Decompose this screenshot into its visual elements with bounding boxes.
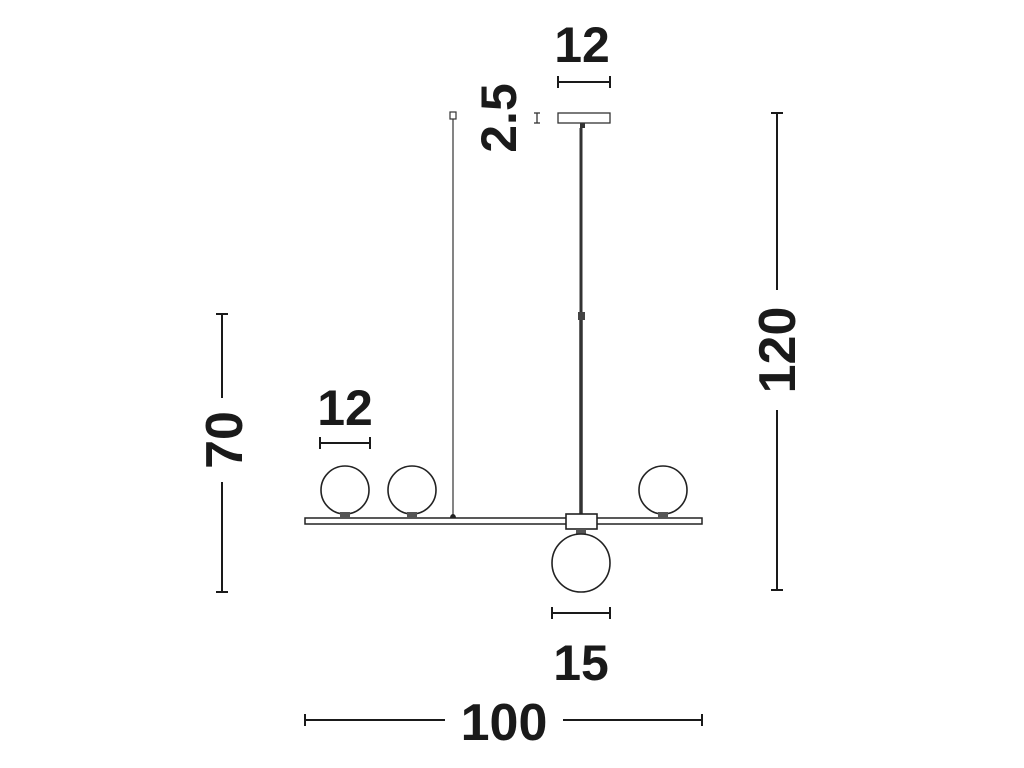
- support-cable: [449, 111, 457, 522]
- globe-glass: [387, 465, 437, 515]
- fixture-height-label: 70: [196, 411, 254, 469]
- large-globe-dimension: 15: [551, 607, 611, 691]
- suspension-rod: [578, 128, 585, 516]
- fixture-height-dimension: 70: [196, 313, 254, 593]
- globe-holder: [576, 529, 586, 535]
- globe-glass: [638, 465, 688, 515]
- cable-anchor: [449, 111, 457, 120]
- canopy-height-dimension: 2.5: [471, 83, 540, 153]
- total-height-dimension: 120: [749, 112, 807, 591]
- canopy-height-label: 2.5: [471, 83, 527, 153]
- globe-glass: [320, 465, 370, 515]
- horizontal-bar: [304, 513, 703, 530]
- globe-left-1: [320, 465, 370, 518]
- total-width-label: 100: [461, 694, 548, 752]
- globe-right: [638, 465, 688, 518]
- globe-center-large: [551, 529, 611, 593]
- large-globe-label: 15: [553, 635, 609, 691]
- globe-holder: [407, 512, 417, 518]
- canopy-connector: [580, 123, 585, 128]
- small-globe-label: 12: [317, 380, 373, 436]
- bar-body: [304, 517, 703, 525]
- canopy-plate: [557, 112, 611, 124]
- small-globe-dimension: 12: [317, 380, 373, 449]
- globe-left-2: [387, 465, 437, 518]
- rod-joint: [578, 312, 585, 320]
- canopy-width-dimension: 12: [554, 17, 611, 88]
- total-height-label: 120: [749, 307, 807, 394]
- center-hub: [565, 513, 598, 530]
- globe-holder: [658, 512, 668, 518]
- total-width-dimension: 100: [304, 692, 703, 752]
- canopy-width-label: 12: [554, 17, 610, 73]
- globe-holder: [340, 512, 350, 518]
- globe-glass: [551, 533, 611, 593]
- ceiling-canopy: [557, 112, 611, 128]
